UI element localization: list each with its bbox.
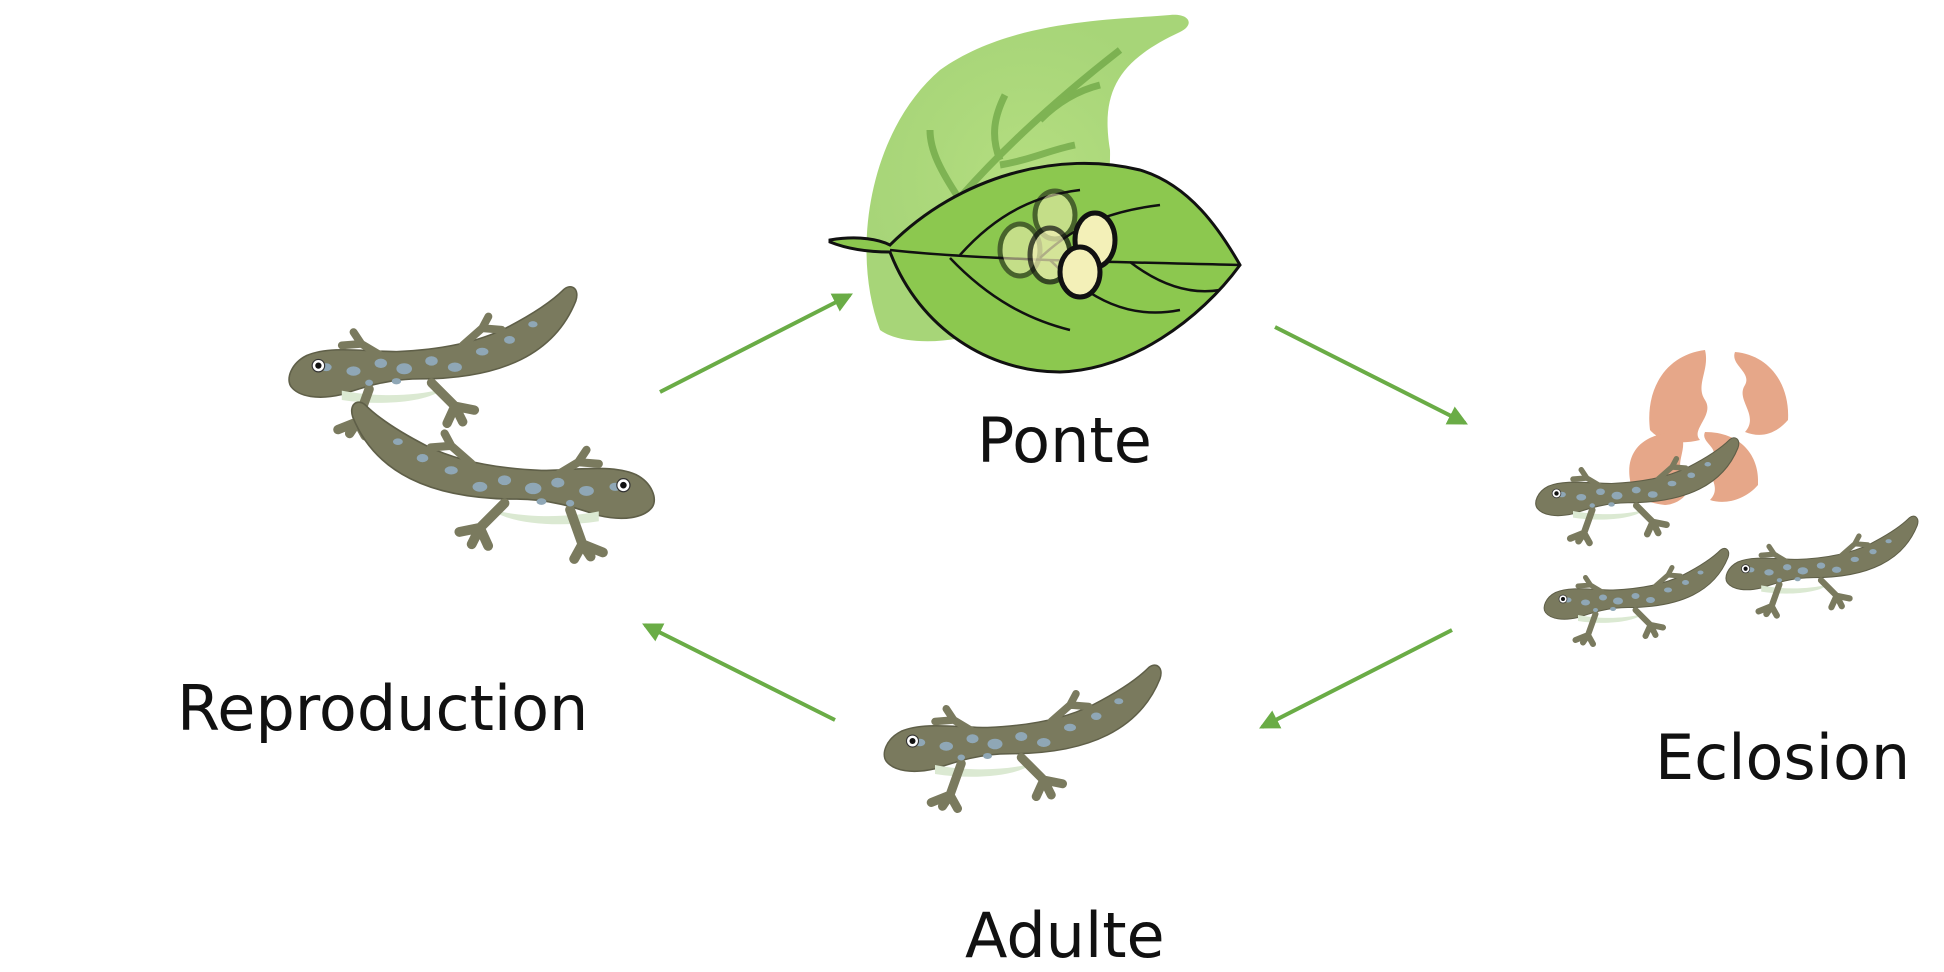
gecko-icon (884, 665, 1161, 808)
gecko-icon (1726, 516, 1918, 615)
stage-label-reproduction: Reproduction (177, 678, 588, 740)
stage-label-ponte: Ponte (977, 410, 1152, 472)
arrow-reproduction-to-ponte (660, 295, 850, 392)
gecko-icon (1544, 548, 1728, 644)
arrow-adulte-to-reproduction (645, 625, 835, 720)
arrow-eclosion-to-adulte (1262, 630, 1452, 727)
stage-label-eclosion: Eclosion (1655, 727, 1910, 789)
leaf-icon (830, 15, 1240, 372)
stage-label-adulte: Adulte (965, 905, 1165, 967)
gecko-icon (352, 402, 655, 559)
arrow-ponte-to-eclosion (1275, 327, 1465, 423)
gecko-icon (289, 287, 577, 436)
